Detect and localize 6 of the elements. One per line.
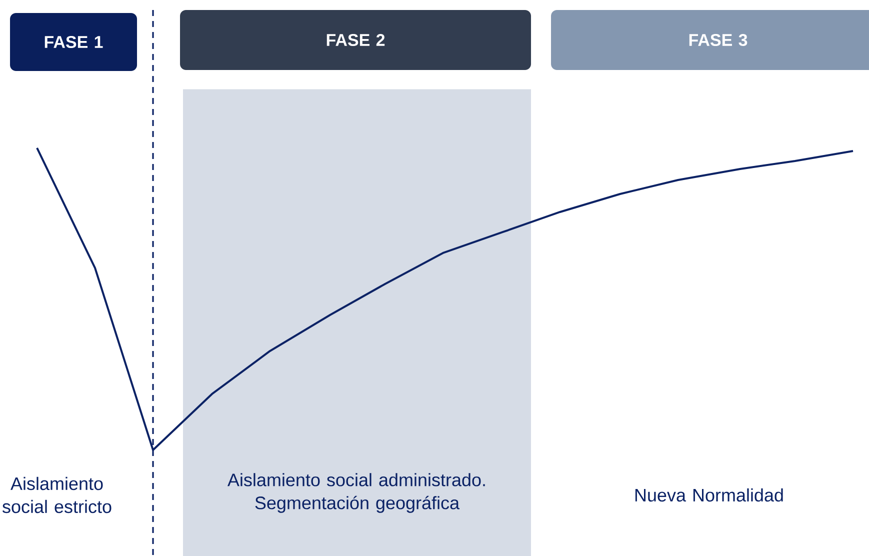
phase-header: FASE 2: [180, 10, 531, 70]
phase-description: Nueva Normalidad: [635, 488, 783, 502]
phase-header: FASE 1: [10, 13, 137, 71]
phase-description: Aislamiento social estricto: [2, 476, 112, 514]
shaded-band: Aislamiento social administrado. Segmentación geográfica: [183, 89, 531, 556]
phase-header: FASE 3: [551, 10, 869, 70]
